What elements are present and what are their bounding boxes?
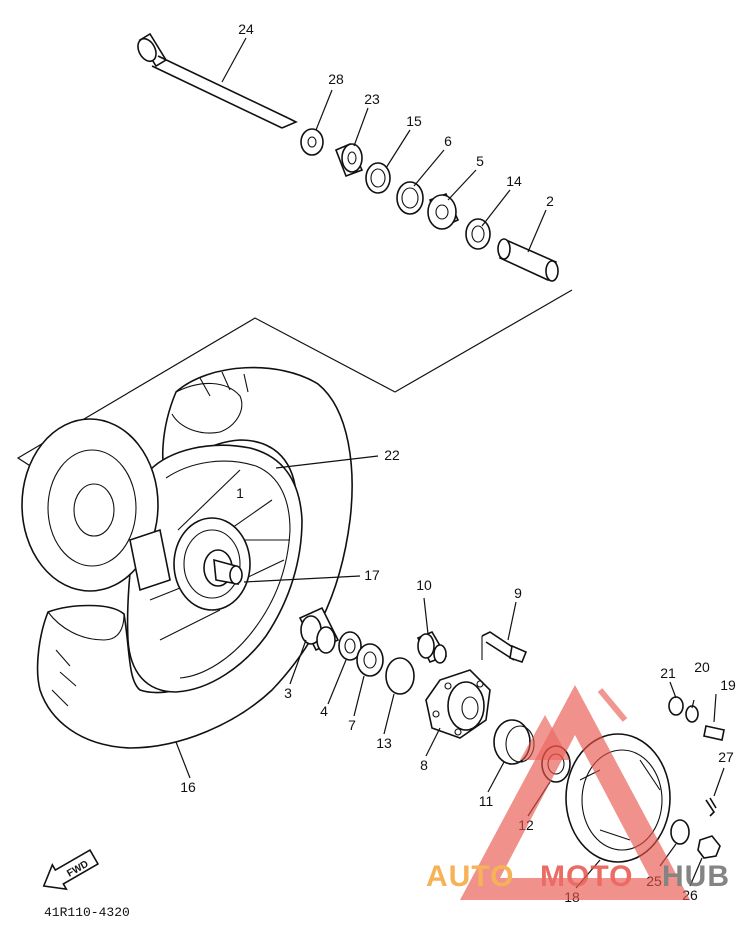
axle-part: [137, 32, 298, 129]
bearing-5: [427, 192, 460, 230]
callout-21: 21: [660, 665, 676, 681]
washer-28: [300, 128, 324, 156]
watermark-logo: AUTO MOTO HUB: [426, 685, 730, 900]
washer-20: [685, 705, 699, 723]
circlip-15: [365, 162, 391, 194]
callout-23: 23: [364, 91, 380, 107]
o-ring-13: [385, 657, 415, 695]
washer-21: [668, 696, 684, 716]
callout-19: 19: [720, 677, 736, 693]
callout-4: 4: [320, 703, 328, 719]
part-code: 41R110-4320: [44, 905, 130, 920]
callout-27: 27: [718, 749, 734, 765]
callout-22: 22: [384, 447, 400, 463]
bolt-9: [481, 631, 528, 663]
oil-seal-7: [356, 643, 384, 677]
tire-part: [36, 366, 353, 749]
rim-part: [126, 444, 303, 693]
spacer-2: [497, 238, 559, 282]
watermark-auto: AUTO: [426, 860, 514, 893]
watermark-moto: MOTO: [540, 860, 633, 893]
callout-2: 2: [546, 193, 554, 209]
oil-seal-6: [396, 181, 424, 215]
fwd-arrow-icon: FWD: [42, 848, 100, 891]
callout-1: 1: [236, 485, 244, 501]
bearing-4: [338, 631, 362, 661]
collar-23: [334, 142, 364, 178]
callout-16: 16: [180, 779, 196, 795]
callout-13: 13: [376, 735, 392, 751]
washer-25: [670, 819, 690, 845]
callout-9: 9: [514, 585, 522, 601]
callout-8: 8: [420, 757, 428, 773]
sprocket-hub-8: [425, 669, 491, 739]
callout-10: 10: [416, 577, 432, 593]
cotter-pin-27: [705, 797, 717, 817]
callout-15: 15: [406, 113, 422, 129]
callout-3: 3: [284, 685, 292, 701]
callout-6: 6: [444, 133, 452, 149]
callout-14: 14: [506, 173, 522, 189]
collar-10: [416, 630, 448, 664]
brake-disc-rear: [21, 418, 171, 592]
callout-24: 24: [238, 21, 254, 37]
collar-3: [298, 606, 340, 654]
callout-11: 11: [479, 793, 494, 809]
spacer-14: [465, 218, 491, 250]
callout-17: 17: [364, 567, 380, 583]
bolt-19: [703, 725, 725, 741]
watermark-triangle-icon: [460, 685, 690, 900]
callout-20: 20: [694, 659, 710, 675]
callout-28: 28: [328, 71, 344, 87]
watermark-hub: HUB: [662, 860, 730, 893]
callout-7: 7: [348, 717, 356, 733]
callout-5: 5: [476, 153, 484, 169]
leader-lines: [175, 37, 725, 889]
nut-26: [697, 835, 721, 859]
